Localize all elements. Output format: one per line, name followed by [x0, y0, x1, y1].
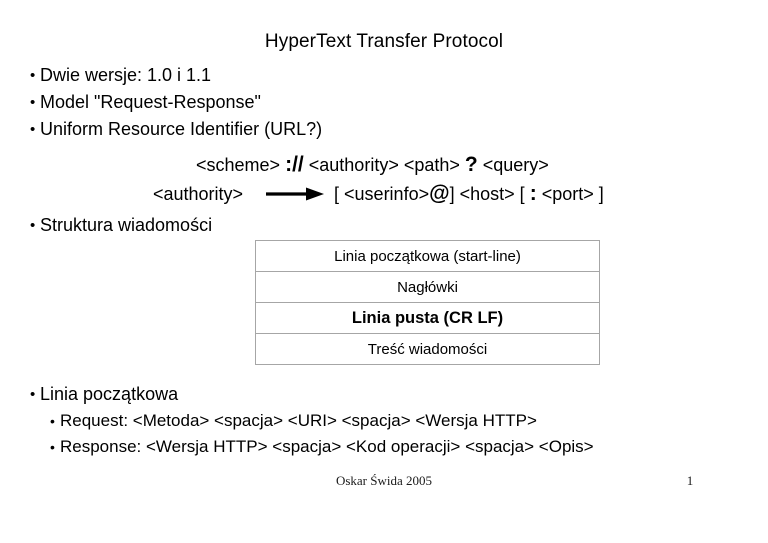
- bullet-icon: •: [30, 94, 36, 111]
- table-cell-body: Treść wiadomości: [255, 333, 600, 365]
- uri-scheme-token: <scheme>: [196, 155, 281, 175]
- page-title: HyperText Transfer Protocol: [264, 31, 504, 52]
- uri-port-token: <port>: [541, 184, 594, 204]
- table-row: Linia początkowa (start-line): [255, 240, 600, 272]
- table-row: Treść wiadomości: [255, 333, 600, 365]
- bracket-close: ]: [449, 184, 455, 204]
- bullet-icon: •: [50, 413, 55, 429]
- at-symbol: @: [429, 182, 450, 205]
- bullet-icon: •: [30, 67, 36, 84]
- list-item: • Uniform Resource Identifier (URL?): [30, 116, 740, 143]
- list-item-label: Uniform Resource Identifier (URL?): [40, 119, 323, 139]
- table-row: Linia pusta (CR LF): [255, 302, 600, 334]
- list-item: • Response: <Wersja HTTP> <spacja> <Kod …: [30, 434, 740, 460]
- list-item-label: Response: <Wersja HTTP> <spacja> <Kod op…: [60, 437, 594, 456]
- structure-bullet-list: • Struktura wiadomości: [30, 212, 740, 239]
- top-bullet-list: • Dwie wersje: 1.0 i 1.1 • Model "Reques…: [30, 62, 740, 143]
- bracket-open: [: [334, 184, 340, 204]
- footer-author: Oskar Świda 2005: [335, 473, 433, 488]
- uri-host-token: <host>: [459, 184, 515, 204]
- uri-authority-syntax-left: <authority>: [153, 182, 243, 206]
- bullet-icon: •: [50, 439, 55, 455]
- table-cell-start-line: Linia początkowa (start-line): [255, 240, 600, 272]
- uri-scheme-separator: ://: [285, 153, 304, 176]
- list-item: • Request: <Metoda> <spacja> <URI> <spac…: [30, 408, 740, 434]
- list-item-label: Linia początkowa: [40, 384, 179, 404]
- colon-symbol: :: [529, 182, 537, 205]
- list-item-label: Struktura wiadomości: [40, 215, 213, 235]
- uri-authority-token: <authority>: [153, 184, 244, 204]
- bracket-open-2: [: [519, 184, 525, 204]
- uri-userinfo-token: <userinfo>: [344, 184, 430, 204]
- footer-page-number: 1: [686, 473, 694, 488]
- bottom-bullet-list: • Linia początkowa • Request: <Metoda> <…: [30, 381, 740, 460]
- uri-query-token: <query>: [482, 155, 549, 175]
- uri-scheme-syntax-line: <scheme> :// <authority> <path> ? <query…: [196, 153, 549, 177]
- table-cell-headers: Nagłówki: [255, 271, 600, 303]
- uri-authority-path-token: <authority> <path>: [308, 155, 460, 175]
- bullet-icon: •: [30, 386, 36, 403]
- list-item: • Struktura wiadomości: [30, 212, 740, 239]
- list-item: • Dwie wersje: 1.0 i 1.1: [30, 62, 740, 89]
- list-item-label: Model "Request-Response": [40, 92, 261, 112]
- list-item-label: Request: <Metoda> <spacja> <URI> <spacja…: [60, 411, 537, 430]
- bullet-icon: •: [30, 121, 36, 138]
- table-row: Nagłówki: [255, 271, 600, 303]
- bullet-icon: •: [30, 217, 36, 234]
- uri-query-separator: ?: [464, 153, 478, 176]
- uri-authority-syntax-right: [ <userinfo>@] <host> [ : <port> ]: [334, 182, 604, 206]
- list-item: • Linia początkowa: [30, 381, 740, 408]
- list-item-label: Dwie wersje: 1.0 i 1.1: [40, 65, 212, 85]
- table-cell-empty-line: Linia pusta (CR LF): [255, 302, 600, 334]
- arrow-right-icon: [266, 187, 324, 201]
- list-item: • Model "Request-Response": [30, 89, 740, 116]
- message-structure-table: Linia początkowa (start-line) Nagłówki L…: [255, 240, 600, 365]
- bracket-close-2: ]: [598, 184, 604, 204]
